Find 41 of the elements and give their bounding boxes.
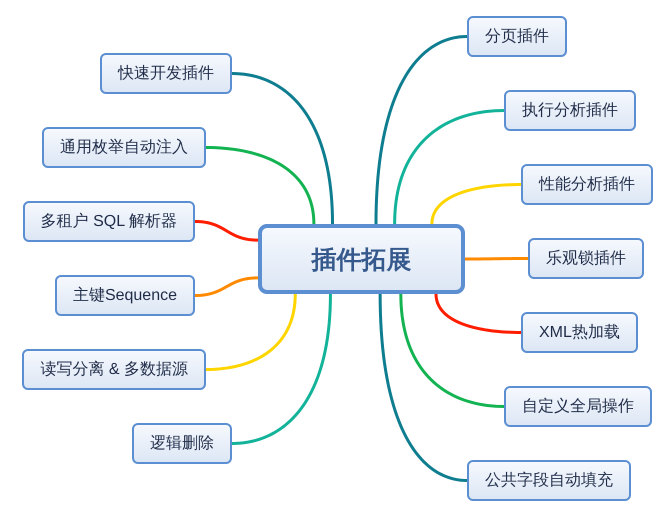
topic-box (22, 201, 195, 242)
topic-box (132, 423, 232, 464)
central-topic-box (258, 224, 465, 294)
topic-text: XML热加载 (539, 322, 620, 343)
branch-line (204, 146, 316, 226)
branch-line (230, 292, 332, 445)
topic-box (100, 53, 232, 94)
topic-text: 逻辑删除 (150, 434, 214, 454)
branch-line (194, 220, 260, 242)
topic-box (528, 238, 644, 279)
topic-text: 读写分离 & 多数据源 (40, 360, 188, 380)
topic-text: 多租户 SQL 解析器 (40, 212, 177, 232)
topic-box (521, 312, 638, 353)
topic-text: 分页插件 (485, 27, 549, 47)
topic-box (504, 90, 636, 131)
topic-box (22, 349, 206, 390)
topic-box (42, 127, 206, 168)
topic-text: 主键Sequence (72, 286, 177, 306)
topic-box (504, 386, 652, 427)
branch-line (194, 276, 260, 297)
branch-line (464, 257, 530, 260)
topic-text: 快速开发插件 (118, 64, 214, 84)
central-topic-text: 插件拓展 (312, 244, 412, 276)
topic-text: 自定义全局操作 (522, 396, 634, 417)
topic-text: 性能分析插件 (539, 175, 635, 195)
topic-box (467, 16, 567, 57)
branch-line (393, 109, 506, 226)
branch-line (430, 183, 522, 226)
branch-line (378, 292, 468, 482)
topic-box (54, 275, 195, 316)
topic-text: 乐观锁插件 (546, 248, 626, 269)
topic-text: 通用枚举自动注入 (60, 138, 188, 158)
branch-line (204, 292, 297, 371)
branch-line (374, 35, 468, 226)
topic-text: 公共字段自动填充 (485, 470, 613, 491)
branch-line (399, 292, 506, 408)
topic-box (467, 460, 631, 501)
topic-box (521, 164, 653, 205)
branch-line (434, 292, 522, 334)
branch-line (230, 72, 334, 226)
topic-text: 执行分析插件 (522, 100, 618, 121)
